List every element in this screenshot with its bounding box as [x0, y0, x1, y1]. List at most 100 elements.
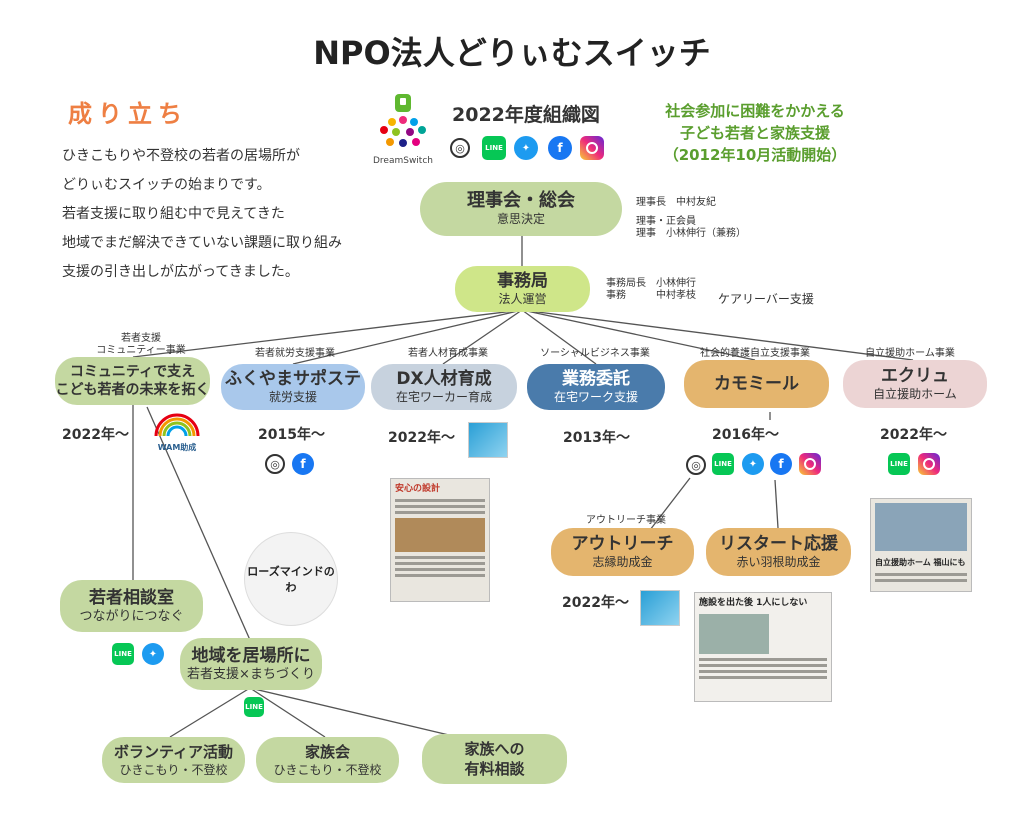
twitter-icon[interactable]: ✦	[514, 136, 538, 160]
clipping-headline: 安心の設計	[395, 484, 441, 494]
family-sub: ひきこもり・不登校	[273, 762, 382, 777]
family-paid-node: 家族への 有料相談	[422, 734, 567, 784]
unit-title: こども若者の未来を拓く	[55, 382, 210, 398]
youth-room-sub: つながりにつなぐ	[79, 608, 184, 624]
outreach-category: アウトリーチ事業	[586, 515, 666, 526]
unit-year: 2022年〜	[388, 430, 455, 446]
outreach-year: 2022年〜	[562, 595, 629, 611]
youth-room-node: 若者相談室 つながりにつなぐ	[60, 580, 203, 632]
grant-thumbnail	[468, 422, 508, 458]
restart-title: リスタート応援	[719, 533, 838, 554]
unit-category: 若者人材育成事業	[408, 348, 488, 359]
unit-year: 2022年〜	[880, 427, 947, 443]
youth-room-title: 若者相談室	[89, 587, 174, 608]
facebook-icon[interactable]: f	[292, 453, 314, 475]
board-node: 理事会・総会 意思決定	[420, 182, 622, 236]
origin-line: 若者支援に取り組む中で見えてきた	[62, 206, 285, 222]
unit-category: 若者就労支援事業	[255, 348, 335, 359]
unit-sub: 就労支援	[268, 389, 317, 404]
instagram-icon[interactable]	[580, 136, 604, 160]
unit-category-line: 若者支援	[121, 333, 161, 344]
origin-line: どりぃむスイッチの始まりです。	[62, 177, 271, 193]
unit-year: 2016年〜	[712, 427, 779, 443]
unit-year: 2013年〜	[563, 430, 630, 446]
office-member: 事務 中村孝枝	[606, 290, 696, 301]
wam-logo-text: WAM助成	[157, 443, 197, 452]
outreach-title: アウトリーチ	[571, 533, 674, 554]
dx-node: DX人材育成 在宅ワーカー育成	[371, 364, 517, 410]
rose-mind-text: ローズマインドのわ	[247, 565, 335, 594]
unit-title: DX人材育成	[396, 368, 492, 389]
origin-text: ひきこもりや不登校の若者の居場所が どりぃむスイッチの始まりです。 若者支援に取…	[62, 142, 342, 287]
clipping-headline: 自立援助ホーム 福山にも	[875, 558, 966, 567]
office-member: 事務局長 小林伸行	[606, 278, 696, 289]
rainbow-icon	[154, 413, 200, 437]
unit-sub: 在宅ワーカー育成	[395, 389, 492, 404]
line-icon[interactable]: LINE	[112, 643, 134, 665]
page-title: NPO法人どりぃむスイッチ	[313, 34, 711, 72]
unit-category: 自立援助ホーム事業	[865, 348, 955, 359]
board-sub: 意思決定	[496, 211, 545, 226]
unit-title: 業務委託	[562, 368, 630, 389]
board-member: 理事 小林伸行（兼務）	[636, 228, 746, 239]
unit-year: 2022年〜	[62, 427, 129, 443]
line-icon[interactable]: LINE	[482, 136, 506, 160]
facebook-icon[interactable]: f	[770, 453, 792, 475]
website-icon[interactable]: ◎	[265, 454, 285, 474]
twitter-icon[interactable]: ✦	[742, 453, 764, 475]
office-node: 事務局 法人運営	[455, 266, 590, 312]
newspaper-clipping: 施設を出た後 1人にしない	[694, 592, 832, 702]
unit-sub: 自立援助ホーム	[873, 386, 957, 401]
restart-sub: 赤い羽根助成金	[736, 554, 821, 569]
sapo-ste-node: ふくやまサポステ 就労支援	[221, 364, 365, 410]
instagram-icon[interactable]	[918, 453, 940, 475]
volunteer-title: ボランティア活動	[113, 742, 234, 761]
family-node: 家族会 ひきこもり・不登校	[256, 737, 399, 783]
facebook-icon[interactable]: f	[548, 136, 572, 160]
outsourcing-node: 業務委託 在宅ワーク支援	[527, 364, 665, 410]
unit-title: ふくやまサポステ	[225, 368, 361, 389]
line-icon[interactable]: LINE	[244, 697, 264, 717]
mission-line: 社会参加に困難をかかえる	[665, 102, 845, 120]
community-node: コミュニティで支え こども若者の未来を拓く	[55, 357, 210, 405]
line-icon[interactable]: LINE	[712, 453, 734, 475]
mission-statement: 社会参加に困難をかかえる 子ども若者と家族支援 （2012年10月活動開始）	[620, 100, 890, 166]
logo-text: DreamSwitch	[372, 156, 433, 166]
unit-year: 2015年〜	[258, 427, 325, 443]
newspaper-clipping: 安心の設計	[390, 478, 490, 602]
origin-line: 支援の引き出しが広がってきました。	[62, 264, 299, 280]
origin-line: 地域でまだ解決できていない課題に取り組み	[62, 235, 342, 251]
unit-category: 社会的養護自立支援事業	[700, 348, 810, 359]
website-icon[interactable]: ◎	[686, 455, 706, 475]
clipping-headline: 施設を出た後 1人にしない	[699, 598, 808, 608]
office-title: 事務局	[497, 270, 548, 291]
instagram-icon[interactable]	[799, 453, 821, 475]
office-sub: 法人運営	[498, 291, 547, 306]
board-member: 理事長 中村友紀	[636, 197, 716, 208]
unit-category: ソーシャルビジネス事業	[540, 348, 650, 359]
twitter-icon[interactable]: ✦	[142, 643, 164, 665]
unit-title: コミュニティで支え	[69, 364, 196, 380]
chamomile-node: カモミール	[684, 360, 829, 408]
website-icon[interactable]: ◎	[450, 138, 470, 158]
unit-title: エクリュ	[881, 365, 949, 386]
outreach-node: アウトリーチ 志縁助成金	[551, 528, 694, 576]
family-paid-title: 家族への	[464, 740, 525, 758]
line-icon[interactable]: LINE	[888, 453, 910, 475]
volunteer-node: ボランティア活動 ひきこもり・不登校	[102, 737, 245, 783]
restart-node: リスタート応援 赤い羽根助成金	[706, 528, 851, 576]
newspaper-clipping: 自立援助ホーム 福山にも	[870, 498, 972, 592]
unit-sub: 在宅ワーク支援	[553, 389, 638, 404]
local-node: 地域を居場所に 若者支援×まちづくり	[180, 638, 322, 690]
local-sub: 若者支援×まちづくり	[187, 666, 315, 682]
rose-mind-logo: ローズマインドのわ	[244, 532, 338, 626]
unit-title: カモミール	[714, 374, 799, 394]
family-paid-title: 有料相談	[464, 760, 525, 778]
origin-heading: 成り立ち	[68, 100, 188, 128]
volunteer-sub: ひきこもり・不登校	[119, 762, 228, 777]
unit-category-line: コミュニティー事業	[96, 345, 186, 356]
mission-line: 子ども若者と家族支援	[679, 124, 830, 142]
outreach-sub: 志縁助成金	[592, 554, 653, 569]
unit-category: 若者支援 コミュニティー事業	[96, 333, 186, 357]
